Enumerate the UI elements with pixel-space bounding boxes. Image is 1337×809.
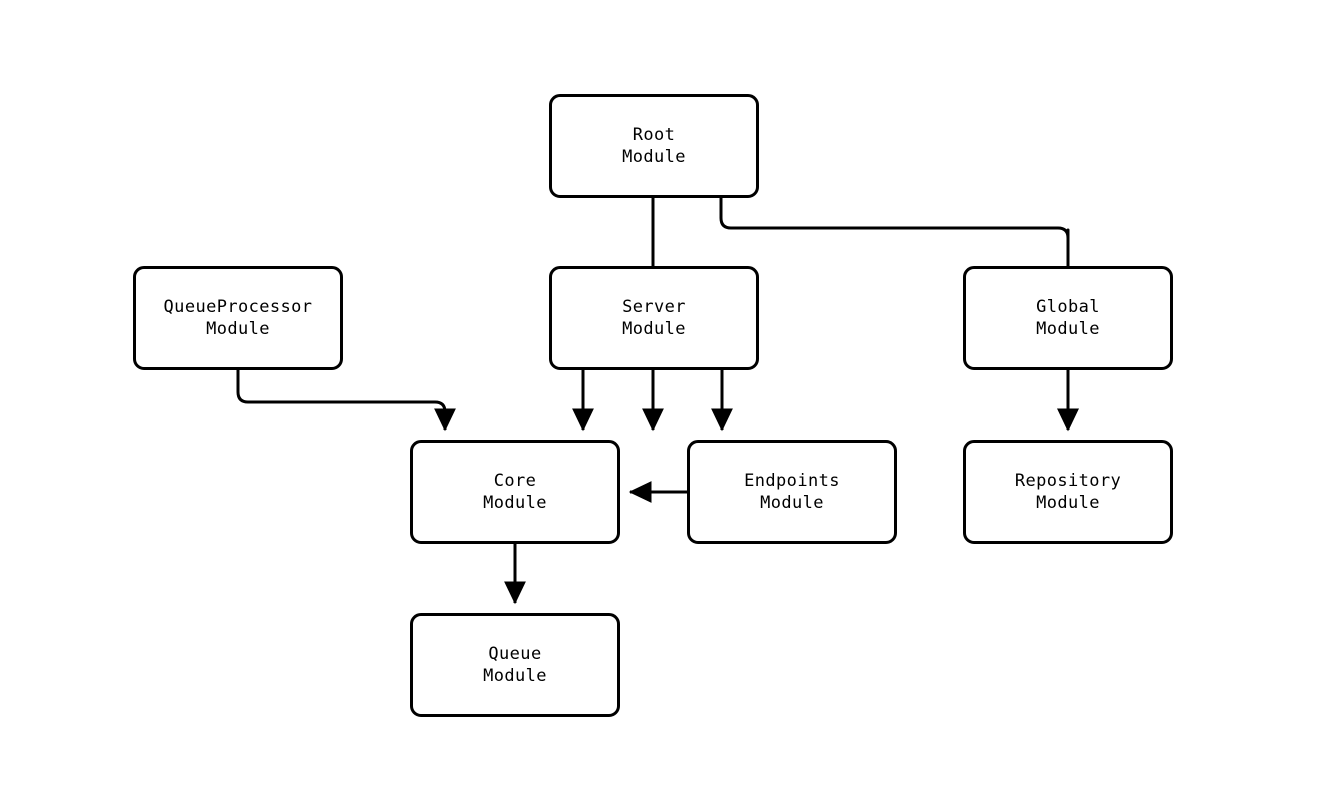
node-global-module[interactable]: Global Module — [963, 266, 1173, 370]
node-queueprocessor-module[interactable]: QueueProcessor Module — [133, 266, 343, 370]
node-global-module-line2: Module — [1036, 319, 1100, 339]
node-repository-module-line2: Module — [1036, 493, 1100, 513]
node-repository-module-line1: Repository — [1014, 471, 1122, 491]
node-queue-module[interactable]: Queue Module — [410, 613, 620, 717]
node-repository-module[interactable]: Repository Module — [963, 440, 1173, 544]
node-endpoints-module-line2: Module — [760, 493, 824, 513]
node-core-module-line1: Core — [493, 471, 537, 491]
node-root-module-line1: Root — [632, 125, 676, 145]
node-queueprocessor-module-line1: QueueProcessor — [163, 297, 313, 317]
node-core-module-line2: Module — [483, 493, 547, 513]
node-endpoints-module[interactable]: Endpoints Module — [687, 440, 897, 544]
node-endpoints-module-line1: Endpoints — [744, 471, 840, 491]
node-root-module-line2: Module — [622, 147, 686, 167]
node-queue-module-line1: Queue — [488, 644, 542, 664]
node-server-module-line2: Module — [622, 319, 686, 339]
node-server-module-line1: Server — [622, 297, 686, 317]
node-core-module[interactable]: Core Module — [410, 440, 620, 544]
edge-queueprocessor-to-core — [236, 370, 456, 432]
node-server-module[interactable]: Server Module — [549, 266, 759, 370]
node-root-module[interactable]: Root Module — [549, 94, 759, 198]
node-queueprocessor-module-line2: Module — [206, 319, 270, 339]
node-queue-module-line2: Module — [483, 666, 547, 686]
node-global-module-line1: Global — [1036, 297, 1100, 317]
